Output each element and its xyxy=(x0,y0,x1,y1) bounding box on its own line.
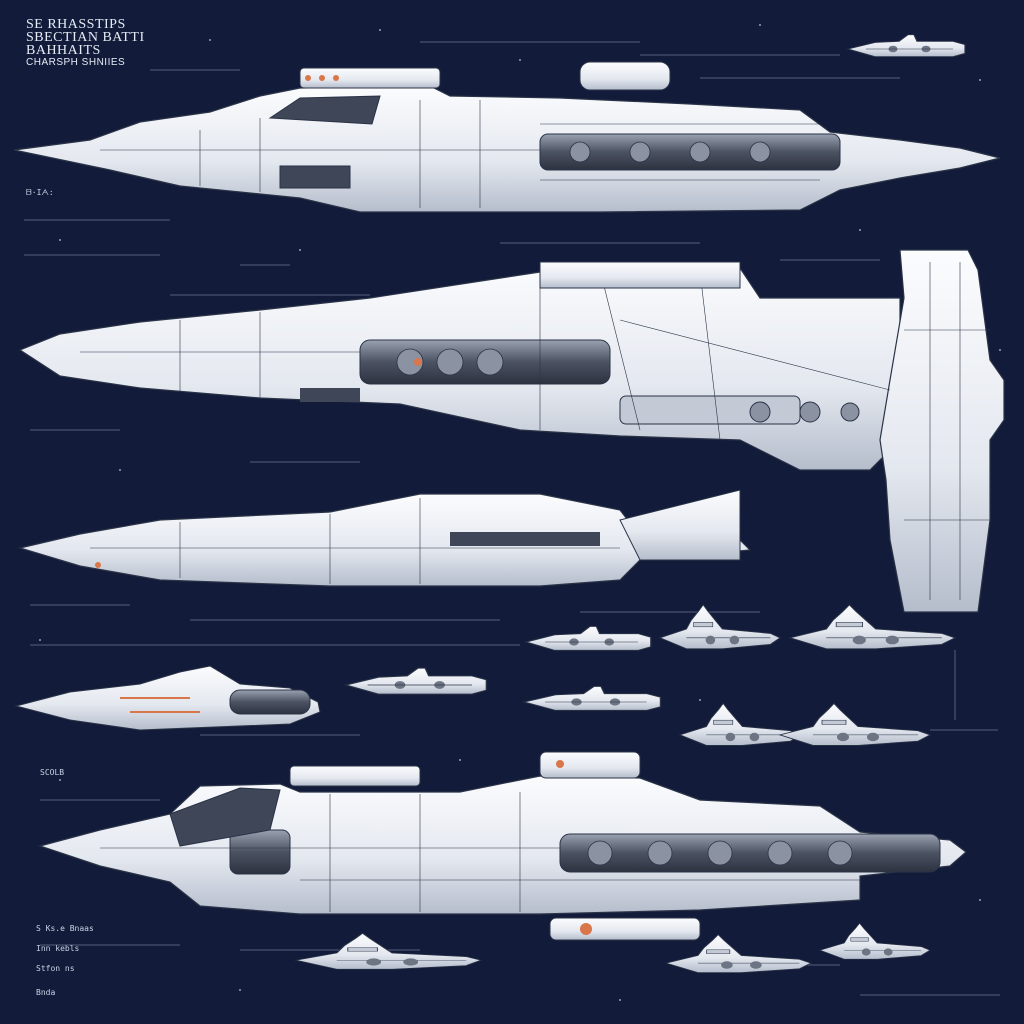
label-scale: SCOLB xyxy=(40,768,65,777)
tiered-ship-3 xyxy=(679,702,801,747)
large-cruiser-top xyxy=(13,61,1001,213)
label-legend-3: Stfon ns xyxy=(36,964,75,973)
label-legend-4: Bnda xyxy=(36,988,56,997)
lower-frigate xyxy=(17,489,752,587)
bottom-ship-3 xyxy=(819,922,931,960)
escort-small xyxy=(14,665,321,731)
title-block: SE RHASSTIPS SBECTIAN BATTI BAHHAITS CHA… xyxy=(26,18,146,69)
small-ship-2 xyxy=(523,685,662,712)
starfield xyxy=(39,24,1001,1001)
bottom-ship-1 xyxy=(295,932,482,971)
tiered-ship-1 xyxy=(659,604,781,650)
tiered-ship-4 xyxy=(779,702,931,747)
label-legend-1: S Ks.e Bnaas xyxy=(36,924,94,933)
label-upper-left: ᗷ·Iᗅ: xyxy=(26,188,54,197)
small-ship-3 xyxy=(525,625,652,652)
small-ship-1 xyxy=(345,667,488,695)
scout-ship-top-right xyxy=(847,33,966,58)
label-legend-2: Inn kebls xyxy=(36,944,80,953)
annotation-lines xyxy=(24,41,1000,996)
title-line-3: CHARSPH SHNIIES xyxy=(26,57,126,68)
title-line-1: SE RHASSTIPS xyxy=(26,17,126,32)
large-cruiser-bottom xyxy=(37,751,967,941)
title-line-2: SBECTIAN BATTI BAHHAITS xyxy=(26,30,145,58)
heavy-carrier-center xyxy=(18,249,1005,613)
